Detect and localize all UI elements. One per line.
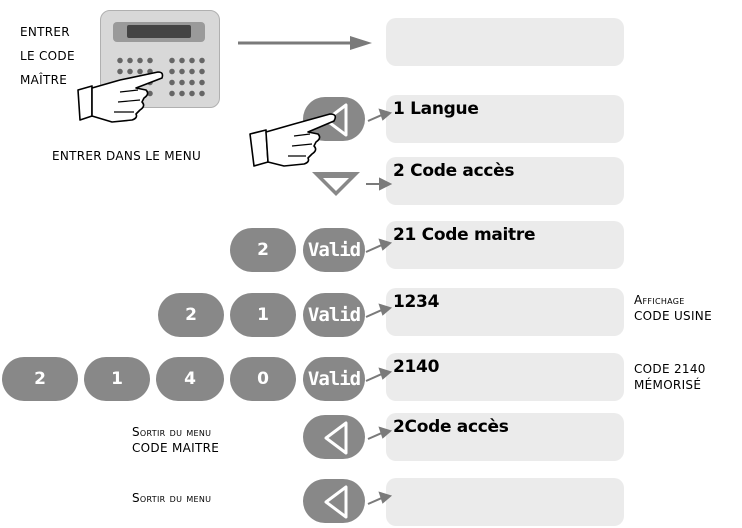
screen-code-acces: 2 Code accès (386, 157, 624, 205)
pointing-hand-icon (249, 113, 337, 167)
key-digit[interactable]: 2 (2, 357, 78, 401)
back-arrow-icon (324, 421, 348, 455)
screen-langue: 1 Langue (386, 95, 624, 143)
back-arrow-icon[interactable] (303, 479, 365, 523)
back-arrow-icon[interactable] (303, 415, 365, 459)
screen-initial (386, 18, 624, 66)
valid-button[interactable]: Valid (303, 357, 365, 401)
key-digit[interactable]: 2 (230, 228, 296, 272)
screen-2140: 2140 (386, 353, 624, 401)
back-arrow-icon (324, 103, 348, 137)
pointing-hand-icon (77, 71, 164, 123)
screen-final (386, 478, 624, 526)
key-digit[interactable]: 1 (230, 293, 296, 337)
key-digit[interactable]: 4 (156, 357, 224, 401)
back-arrow-icon (324, 485, 348, 519)
label-affichage: Affichage code usine (634, 293, 712, 323)
label-code-memorise: code 2140 mémorisé (634, 362, 706, 392)
key-digit[interactable]: 1 (84, 357, 150, 401)
label-sortir-menu: Sortir du menu (132, 491, 212, 505)
screen-1234: 1234 (386, 288, 624, 336)
key-digit[interactable]: 2 (158, 293, 224, 337)
keypad-icon (100, 10, 220, 108)
label-enter-menu: ENTRER DANS LE MENU (52, 149, 202, 163)
screen-code-maitre: 21 Code maitre (386, 221, 624, 269)
screen-2code-acces: 2Code accès (386, 413, 624, 461)
label-enter-code: ENTRER LE CODE MAÎTRE (20, 25, 75, 87)
down-arrow-icon (323, 178, 349, 191)
label-sortir-code-maitre: Sortir du menu code maitre (132, 425, 220, 455)
valid-button[interactable]: Valid (303, 293, 365, 337)
connector-arrows (365, 108, 393, 505)
flow-arrow (238, 36, 372, 50)
valid-button[interactable]: Valid (303, 228, 365, 272)
key-digit[interactable]: 0 (230, 357, 296, 401)
